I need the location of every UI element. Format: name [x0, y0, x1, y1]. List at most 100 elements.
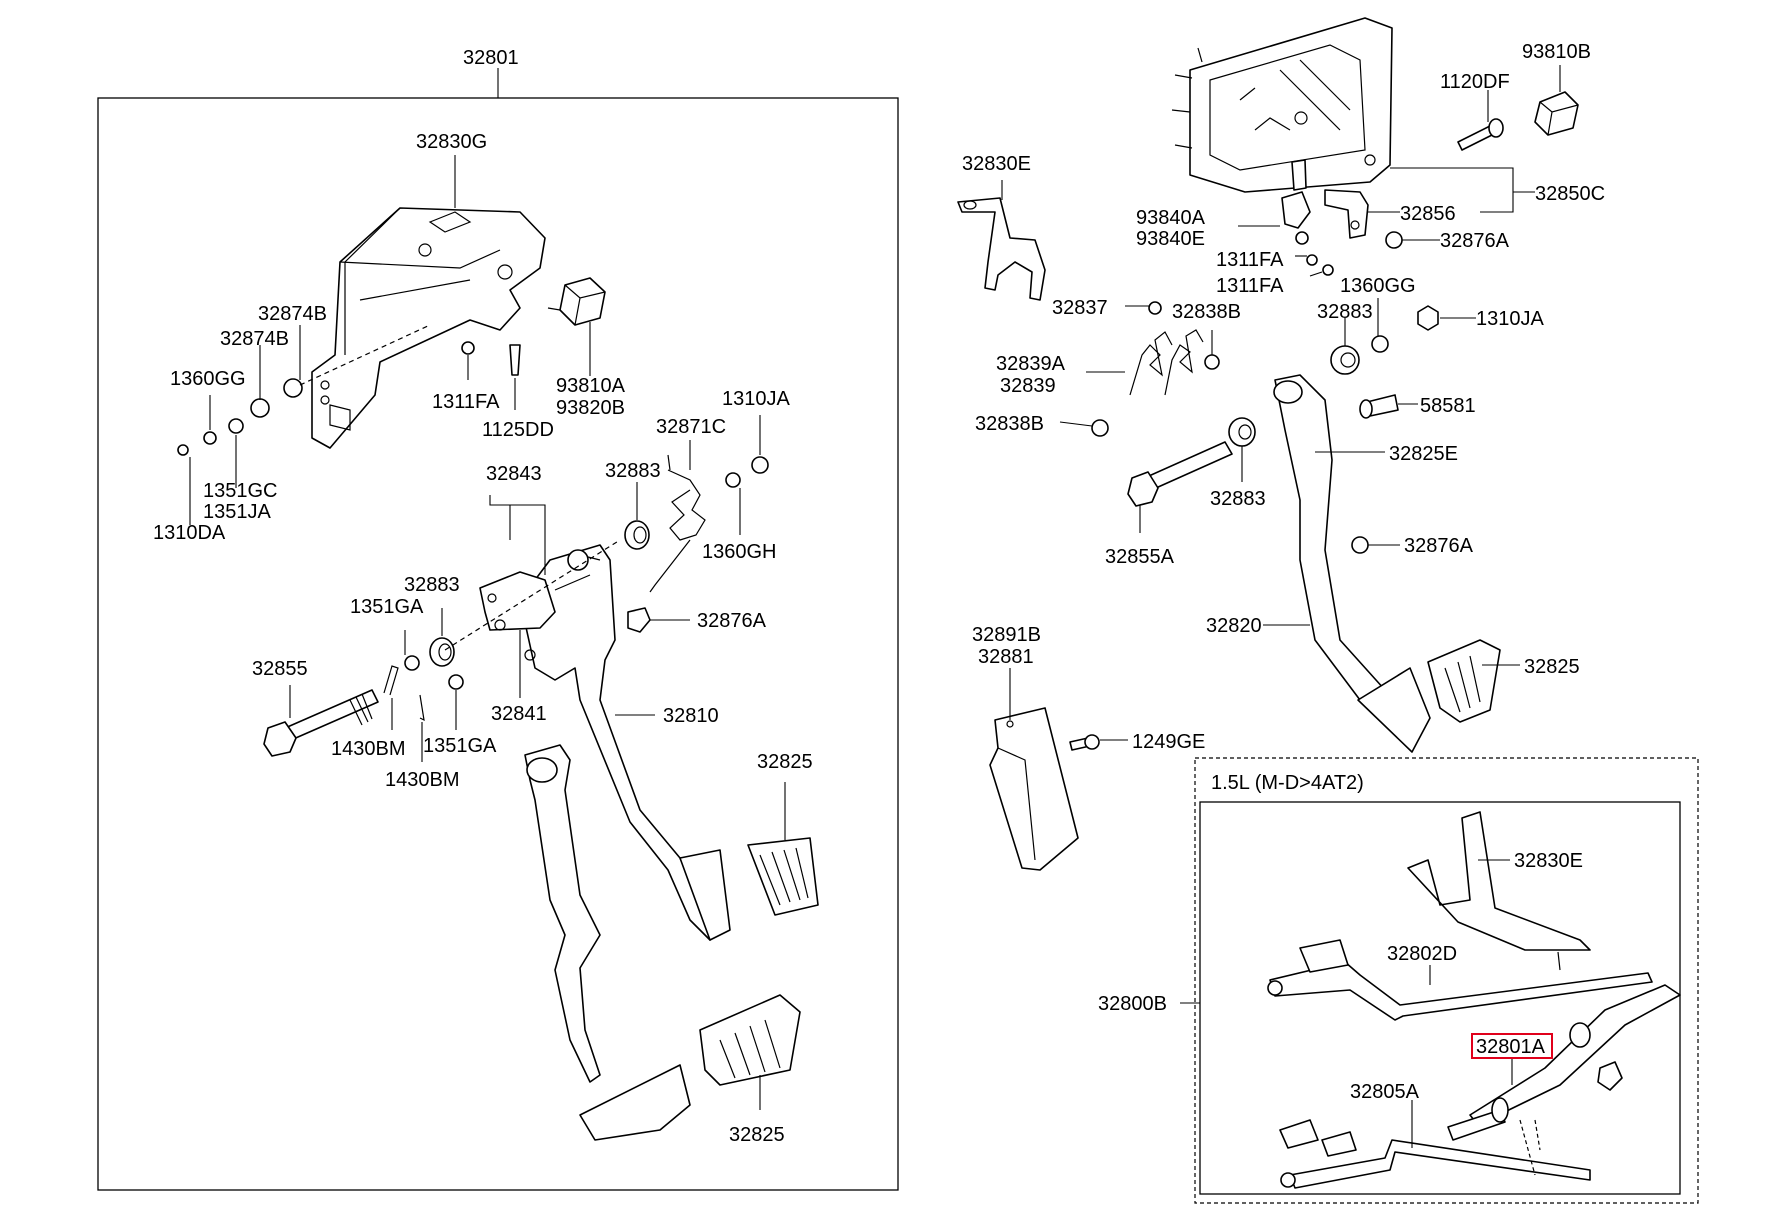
callout-1310da[interactable]: 1310DA [153, 522, 226, 544]
callout-32839[interactable]: 32839 [1000, 375, 1056, 397]
callout-32876a-r2[interactable]: 32876A [1404, 535, 1474, 557]
callout-32838b-b[interactable]: 32838B [975, 413, 1044, 435]
variant-inner-frame [1199, 801, 1681, 1195]
callout-93810a[interactable]: 93810A [556, 375, 626, 397]
pin-1430bm [419, 694, 425, 722]
callout-1249ge[interactable]: 1249GE [1132, 731, 1205, 753]
callout-32825-right[interactable]: 32825 [1524, 656, 1580, 678]
callout-32837[interactable]: 32837 [1052, 297, 1108, 319]
clutch-pedal-32810 [519, 544, 731, 941]
callout-32874b-a[interactable]: 32874B [258, 303, 327, 325]
nut-32838b-b [1091, 419, 1109, 437]
callout-32883-r1[interactable]: 32883 [1317, 301, 1373, 323]
callout-32820[interactable]: 32820 [1206, 615, 1262, 637]
pedal-bracket-32850c [1171, 17, 1393, 193]
callout-93810b[interactable]: 93810B [1522, 41, 1591, 63]
callout-1360gh[interactable]: 1360GH [702, 541, 777, 563]
callout-1351ja[interactable]: 1351JA [203, 501, 271, 523]
callout-32800b[interactable]: 32800B [1098, 993, 1167, 1015]
callout-58581[interactable]: 58581 [1420, 395, 1476, 417]
callout-1311fa-left[interactable]: 1311FA [432, 391, 500, 413]
clip-1430bm [383, 665, 399, 696]
spring-32839a [1129, 329, 1204, 396]
callout-32855a[interactable]: 32855A [1105, 546, 1175, 568]
callout-32891b[interactable]: 32891B [972, 624, 1041, 646]
bushing-32883-upper [624, 520, 650, 550]
stopper-32876a-r1 [1385, 231, 1403, 249]
callout-93840a[interactable]: 93840A [1136, 207, 1206, 229]
washer-1351ga-upper [404, 655, 420, 671]
callout-32883-upper[interactable]: 32883 [605, 460, 661, 482]
bushing-32883-lower [429, 637, 455, 667]
pivot-bolt-32855 [263, 689, 379, 757]
leader-lines [189, 65, 1561, 1148]
callout-32841[interactable]: 32841 [491, 703, 547, 725]
pivot-bolt-32855a [1127, 441, 1233, 507]
callout-32855[interactable]: 32855 [252, 658, 308, 680]
callout-1310ja-left[interactable]: 1310JA [722, 388, 790, 410]
callout-1351gc[interactable]: 1351GC [203, 480, 278, 502]
callout-32838b-a[interactable]: 32838B [1172, 301, 1241, 323]
callout-32805a[interactable]: 32805A [1350, 1081, 1420, 1103]
variant-dashed-frame [1194, 757, 1699, 1204]
callout-32839a[interactable]: 32839A [996, 353, 1066, 375]
clutch-pedal-pad-32825 [747, 837, 819, 916]
nut-1311fa-b [1322, 264, 1334, 276]
callout-93840e[interactable]: 93840E [1136, 228, 1205, 250]
callout-1360gg-right[interactable]: 1360GG [1340, 275, 1416, 297]
callout-1351ga-upper[interactable]: 1351GA [350, 596, 424, 618]
callout-32830e-variant[interactable]: 32830E [1514, 850, 1583, 872]
callout-1125dd[interactable]: 1125DD [482, 419, 554, 441]
callout-1311fa-r1[interactable]: 1311FA [1216, 249, 1284, 271]
callout-32881[interactable]: 32881 [978, 646, 1034, 668]
callout-32825-clutch[interactable]: 32825 [757, 751, 813, 773]
callout-1430bm-a[interactable]: 1430BM [331, 738, 406, 760]
callout-32801[interactable]: 32801 [463, 47, 519, 69]
callout-32801a[interactable]: 32801A [1476, 1036, 1546, 1058]
callout-32825-brake[interactable]: 32825 [729, 1124, 785, 1146]
variant-label: 1.5L (M-D>4AT2) [1211, 772, 1364, 794]
callout-1310ja-right[interactable]: 1310JA [1476, 308, 1544, 330]
stopper-32876a-r2 [1351, 536, 1369, 554]
nut-1311fa-a [1306, 254, 1318, 266]
nut-32838b-a [1204, 354, 1220, 370]
brake-pedal-pad-32825 [699, 994, 801, 1086]
washer-1360gh [725, 472, 741, 488]
nut-1310ja-right [1417, 305, 1439, 331]
bushing-32883-r1 [1330, 345, 1360, 375]
callout-1311fa-r2[interactable]: 1311FA [1216, 275, 1284, 297]
stopper-32876a-left [627, 607, 651, 633]
callout-32883-lower[interactable]: 32883 [404, 574, 460, 596]
callout-1430bm-b[interactable]: 1430BM [385, 769, 460, 791]
pin-58581 [1359, 394, 1399, 419]
callout-32830e-right[interactable]: 32830E [962, 153, 1031, 175]
callout-32883-r2[interactable]: 32883 [1210, 488, 1266, 510]
callout-32856[interactable]: 32856 [1400, 203, 1456, 225]
callout-1351ga-lower[interactable]: 1351GA [423, 735, 497, 757]
callout-32871c[interactable]: 32871C [656, 416, 726, 438]
return-spring-32871c [649, 454, 706, 593]
sensor-93840a [1281, 159, 1311, 245]
callout-32850c[interactable]: 32850C [1535, 183, 1605, 205]
bracket-32830e-right [957, 197, 1046, 301]
accelerator-pedal-32881 [989, 707, 1079, 871]
callout-93820b[interactable]: 93820B [556, 397, 625, 419]
brake-pedal-32820 [1273, 374, 1431, 753]
bushing-32883-r2 [1228, 417, 1256, 447]
callout-32810[interactable]: 32810 [663, 705, 719, 727]
callout-32802d[interactable]: 32802D [1387, 943, 1457, 965]
callout-32825e[interactable]: 32825E [1389, 443, 1458, 465]
callout-32876a-left[interactable]: 32876A [697, 610, 767, 632]
callout-labels: 32801 32830G 32874B 32874B 1360GG 1351GC… [153, 41, 1605, 1146]
highlight-box-32801a [1471, 1033, 1553, 1059]
nut-1310ja-left [751, 456, 769, 474]
callout-32830g[interactable]: 32830G [416, 131, 487, 153]
callout-1120df[interactable]: 1120DF [1440, 71, 1510, 93]
callout-1360gg-left[interactable]: 1360GG [170, 368, 246, 390]
stop-switch-93810a [547, 277, 606, 326]
callout-32876a-r1[interactable]: 32876A [1440, 230, 1510, 252]
callout-32843[interactable]: 32843 [486, 463, 542, 485]
brake-pedal [524, 744, 691, 1141]
callout-32874b-b[interactable]: 32874B [220, 328, 289, 350]
pivot-bracket-32841 [479, 571, 556, 661]
